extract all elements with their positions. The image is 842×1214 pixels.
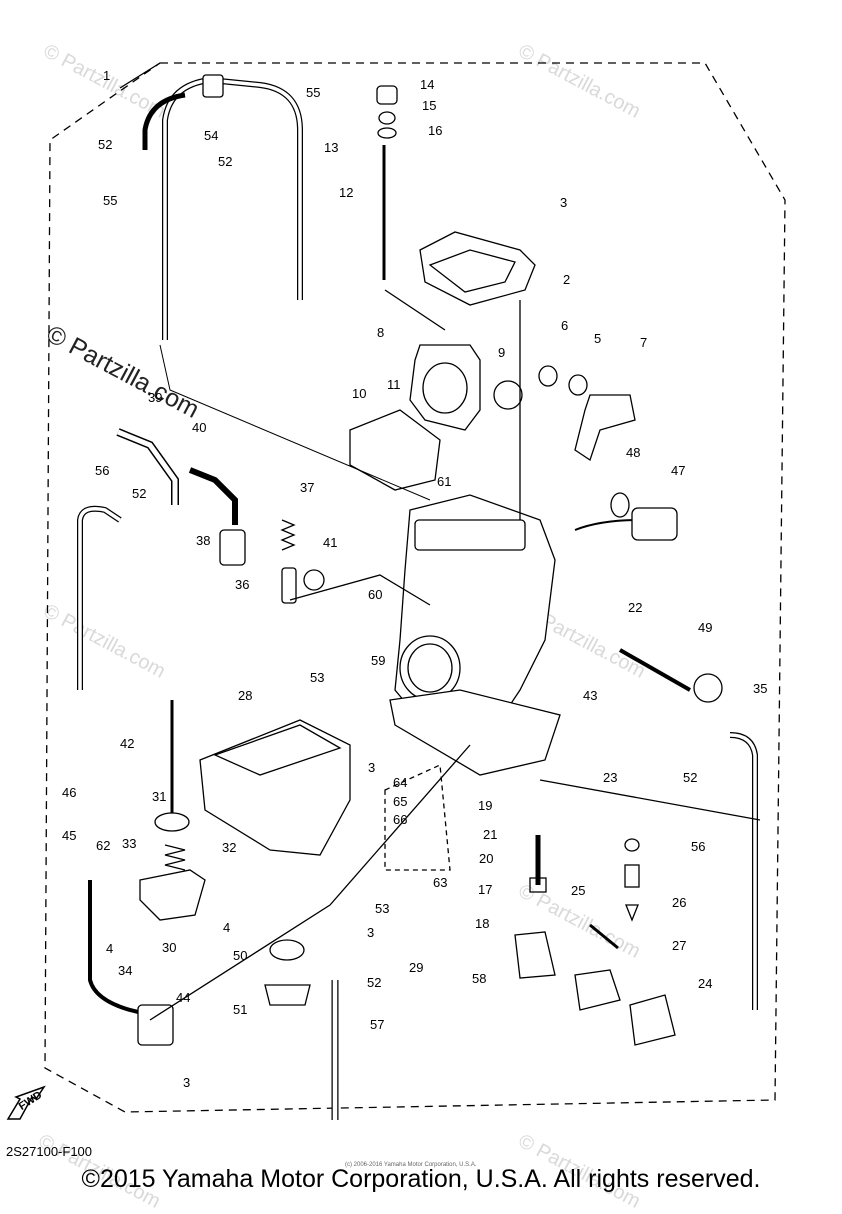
part-label: 3 <box>368 760 375 775</box>
part-label: 16 <box>428 123 442 138</box>
part-label: 63 <box>433 875 447 890</box>
part-label: 44 <box>176 990 190 1005</box>
part-label: 36 <box>235 577 249 592</box>
part-number-labels: 1 2 3 3 3 3 4 4 5 6 7 8 9 10 11 12 13 14… <box>62 68 767 1090</box>
part-label: 55 <box>306 85 320 100</box>
part-label: 49 <box>698 620 712 635</box>
part-label: 12 <box>339 185 353 200</box>
part-label: 59 <box>371 653 385 668</box>
part-label: 4 <box>223 920 230 935</box>
part-label: 54 <box>204 128 218 143</box>
fwd-arrow-icon: FWD <box>6 1085 58 1121</box>
hose-56-left <box>77 505 122 690</box>
part-label: 53 <box>310 670 324 685</box>
hose-56-right <box>729 732 758 1010</box>
part-label: 58 <box>472 971 486 986</box>
clamp-54 <box>202 74 224 98</box>
part-label: 66 <box>393 812 407 827</box>
part-label: 46 <box>62 785 76 800</box>
part-label: 48 <box>626 445 640 460</box>
part-label: 19 <box>478 798 492 813</box>
throttle-cable-47 <box>574 519 641 531</box>
cover-24 <box>574 969 621 1011</box>
part-label: 55 <box>103 193 117 208</box>
part-label: 51 <box>233 1002 247 1017</box>
part-label: 18 <box>475 916 489 931</box>
part-label: 10 <box>352 386 366 401</box>
part-label: 52 <box>218 154 232 169</box>
top-cover-2 <box>419 231 536 306</box>
part-label: 42 <box>120 736 134 751</box>
figure-code: 2S27100-F100 <box>6 1144 93 1159</box>
part-label: 47 <box>671 463 685 478</box>
part-label: 24 <box>698 976 712 991</box>
part-label: 15 <box>422 98 436 113</box>
part-label: 60 <box>368 587 382 602</box>
part-label: 53 <box>375 901 389 916</box>
part-label: 57 <box>370 1017 384 1032</box>
part-label: 14 <box>420 77 434 92</box>
starter-38 <box>219 529 246 566</box>
part-label: 3 <box>560 195 567 210</box>
part-label: 35 <box>753 681 767 696</box>
part-label: 33 <box>122 836 136 851</box>
part-label: 56 <box>691 839 705 854</box>
part-label: 64 <box>393 775 407 790</box>
part-label: 20 <box>479 851 493 866</box>
part-label: 25 <box>571 883 585 898</box>
part-label: 1 <box>103 68 110 83</box>
cable-44 <box>88 880 151 1017</box>
part-label: 45 <box>62 828 76 843</box>
part-label: 28 <box>238 688 252 703</box>
part-label: 3 <box>183 1075 190 1090</box>
part-label: 17 <box>478 882 492 897</box>
part-label: 22 <box>628 600 642 615</box>
copyright-notice: ©2015 Yamaha Motor Corporation, U.S.A. A… <box>81 1165 761 1193</box>
part-label: 56 <box>95 463 109 478</box>
part-label: 29 <box>409 960 423 975</box>
hose-55 <box>162 76 303 340</box>
part-label: 40 <box>192 420 206 435</box>
part-label: 52 <box>98 137 112 152</box>
part-label: 30 <box>162 940 176 955</box>
part-label: 31 <box>152 789 166 804</box>
part-label: 23 <box>603 770 617 785</box>
part-label: 52 <box>367 975 381 990</box>
throttle-valve-8 <box>409 344 481 431</box>
part-label: 3 <box>367 925 374 940</box>
part-label: 52 <box>683 770 697 785</box>
part-label: 52 <box>132 486 146 501</box>
part-label: 9 <box>498 345 505 360</box>
plate-10 <box>349 409 441 491</box>
part-label: 41 <box>323 535 337 550</box>
part-label: 27 <box>672 938 686 953</box>
part-label: 8 <box>377 325 384 340</box>
part-label: 62 <box>96 838 110 853</box>
part-label: 39 <box>148 390 162 405</box>
part-label: 61 <box>437 474 451 489</box>
float-bowl <box>389 689 561 776</box>
small-copyright: (c) 2006-2016 Yamaha Motor Corporation, … <box>345 1162 477 1168</box>
part-label: 50 <box>233 948 247 963</box>
float-chamber-28 <box>199 719 351 856</box>
part-label: 7 <box>640 335 647 350</box>
part-label: 13 <box>324 140 338 155</box>
part-label: 32 <box>222 840 236 855</box>
part-label: 5 <box>594 331 601 346</box>
part-label: 4 <box>106 941 113 956</box>
part-label: 11 <box>387 377 401 392</box>
part-label: 6 <box>561 318 568 333</box>
part-label: 65 <box>393 794 407 809</box>
part-label: 37 <box>300 480 314 495</box>
part-label: 34 <box>118 963 132 978</box>
part-label: 38 <box>196 533 210 548</box>
part-label: 2 <box>563 272 570 287</box>
part-label: 21 <box>483 827 497 842</box>
part-label: 43 <box>583 688 597 703</box>
part-label: 26 <box>672 895 686 910</box>
